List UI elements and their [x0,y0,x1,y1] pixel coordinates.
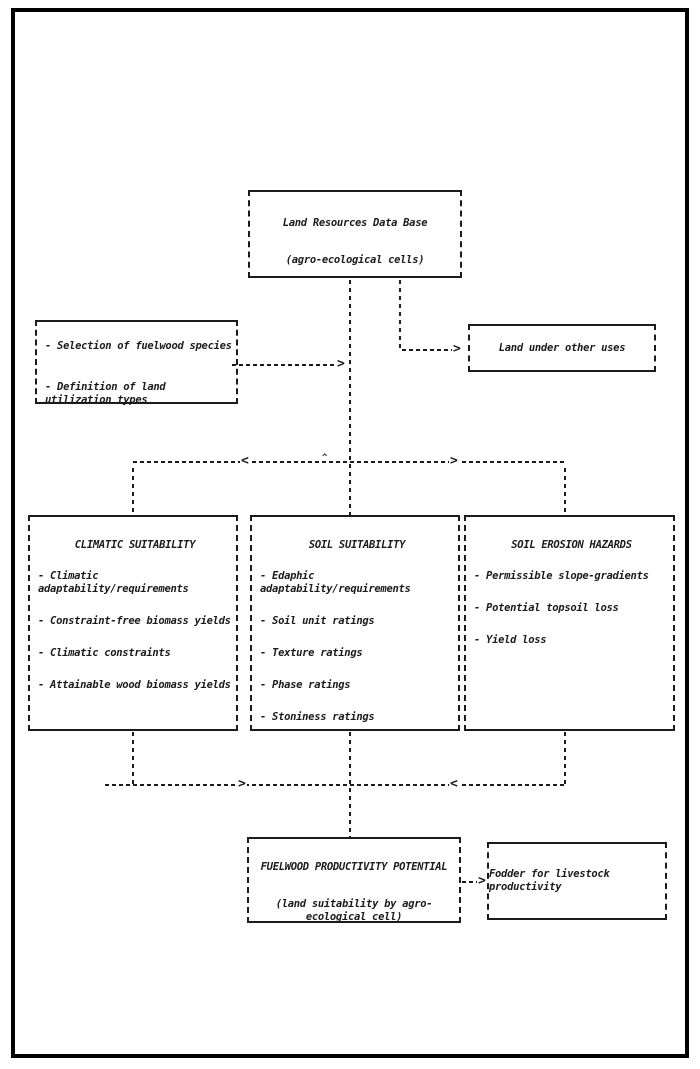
erosion-item: - Yield loss [474,634,547,646]
erosion-item: - Permissible slope-gradients [474,570,649,582]
connector-database-to-other-uses-down [399,280,401,348]
soil-item: - Soil unit ratings [260,615,375,627]
fuelwood-title: FUELWOOD PRODUCTIVITY POTENTIAL [260,861,448,873]
arrowhead-toward-center-left: > [237,776,247,792]
soil-item: - Texture ratings [260,647,363,659]
box-soil-erosion-hazards: SOIL EROSION HAZARDS - Permissible slope… [464,515,675,731]
box-climatic-suitability: CLIMATIC SUITABILITY - Climatic adaptabi… [28,515,238,731]
database-title: Land Resources Data Base [282,217,428,229]
other-uses-label: Land under other uses [498,341,626,354]
connector-collection-bottom [105,784,565,786]
arrowhead-toward-erosion: > [449,453,459,469]
connector-database-to-center [349,280,351,515]
soil-title: SOIL SUITABILITY [308,539,406,551]
arrowhead-into-fodder: > [477,873,487,889]
arrowhead-toward-center-right: < [449,776,459,792]
connector-down-to-erosion [564,468,566,515]
erosion-item: - Potential topsoil loss [474,602,619,614]
box-soil-suitability: SOIL SUITABILITY - Edaphic adaptability/… [250,515,460,731]
box-land-under-other-uses: Land under other uses [468,324,656,372]
connector-climatic-down [132,732,134,785]
connector-distribution-top [133,461,565,463]
erosion-title: SOIL EROSION HAZARDS [511,539,632,551]
arrowhead-toward-climatic: < [240,453,250,469]
database-subtitle: (agro-ecological cells) [285,254,425,266]
lut-item: - Selection of fuelwood species [45,340,232,352]
climatic-item: - Attainable wood biomass yields [38,679,231,691]
connector-erosion-down [564,732,566,785]
box-fuelwood-productivity: FUELWOOD PRODUCTIVITY POTENTIAL (land su… [247,837,461,923]
soil-item: - Stoniness ratings [260,711,375,723]
up-caret-mark: ^ [322,453,328,463]
climatic-title: CLIMATIC SUITABILITY [74,539,196,551]
box-fodder-livestock: Fodder for livestock productivity [487,842,667,920]
connector-lut-to-center [232,364,346,366]
soil-item: - Phase ratings [260,679,351,691]
box-land-utilization-types: - Selection of fuelwood species - Defini… [35,320,238,406]
connector-to-other-uses [402,349,464,351]
climatic-item: - Climatic adaptability/requirements [38,570,189,595]
soil-item: - Edaphic adaptability/requirements [260,570,411,595]
fuelwood-subtitle: (land suitability by agro-ecological cel… [275,898,433,923]
arrowhead-lut-to-center: > [336,356,346,372]
fodder-label: Fodder for livestock productivity [489,868,610,893]
connector-fuelwood-to-fodder [462,881,487,883]
box-land-resources-database: Land Resources Data Base (agro-ecologica… [248,190,462,278]
lut-item: - Definition of land utilization types [45,381,166,406]
outer-border [11,8,689,1058]
connector-down-to-climatic [132,468,134,515]
climatic-item: - Constraint-free biomass yields [38,615,231,627]
climatic-item: - Climatic constraints [38,647,171,659]
arrowhead-into-other-uses: > [452,341,462,357]
